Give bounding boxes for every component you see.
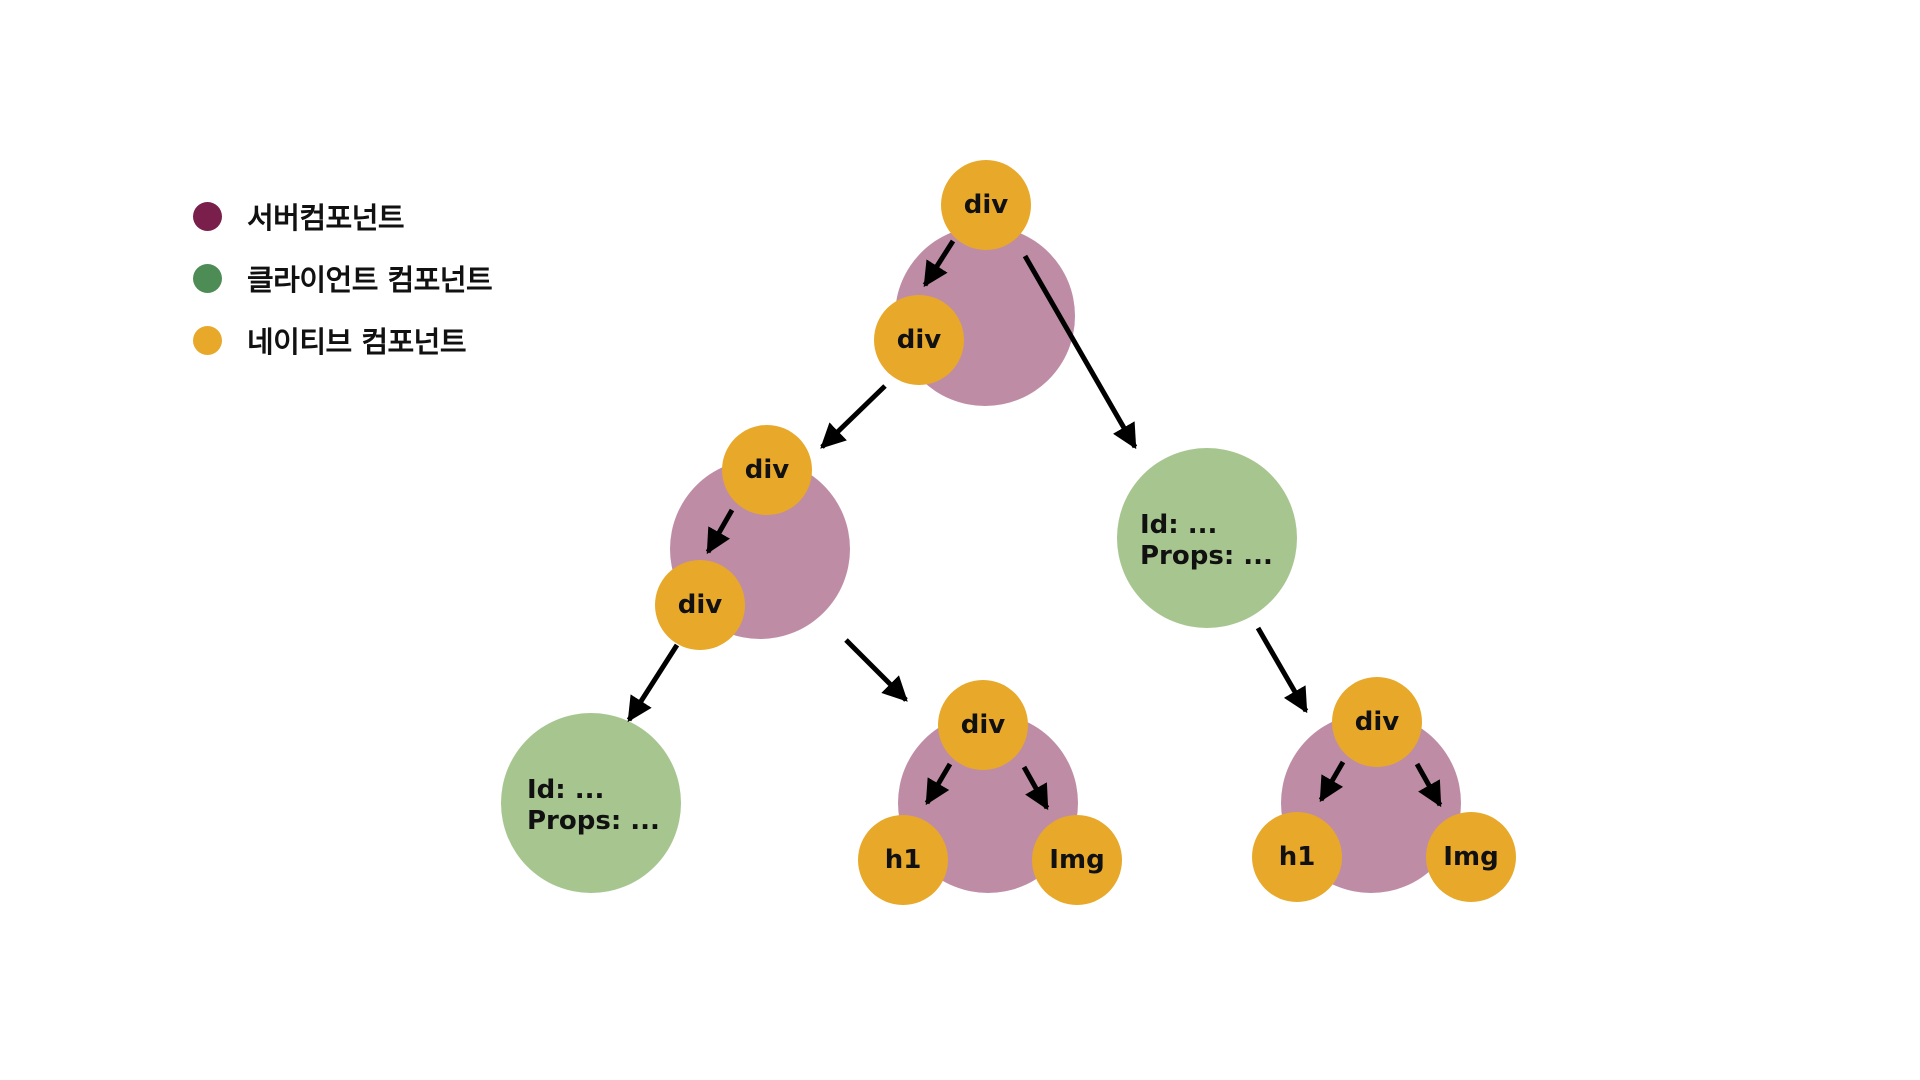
arrow-bottom-right-div-to-img [1414,762,1443,808]
legend-item-native: 네이티브 컴포넌트 [193,309,492,371]
native-node-root-inner-div: div [874,295,964,385]
legend: 서버컴포넌트 클라이언트 컴포넌트 네이티브 컴포넌트 [193,185,493,371]
client-component-right [1117,448,1297,628]
arrow-root-to-client-right [1022,254,1138,450]
arrow-client-right-to-bottom-right [1255,626,1309,714]
svg-text:div: div [745,455,790,485]
svg-text:Img: Img [1049,845,1104,875]
svg-text:div: div [1355,707,1400,737]
native-node-bottom-right-img: Img [1426,812,1516,902]
svg-text:div: div [964,190,1009,220]
svg-text:div: div [961,710,1006,740]
client-right-props-label: Props: ... [1140,541,1273,571]
client-component-left [501,713,681,893]
svg-text:div: div [678,590,723,620]
arrow-bottom-mid-div-to-img [1021,765,1050,811]
arrow-root-inner-div-to-left-server [820,384,887,449]
native-node-root-div: div [941,160,1031,250]
arrow-left-server-to-bottom-mid [844,638,908,702]
native-node-bottom-mid-img: Img [1032,815,1122,905]
native-node-left-inner-div: div [655,560,745,650]
arrow-bottom-mid-div-to-h1 [924,762,953,806]
legend-label-server: 서버컴포넌트 [247,201,405,235]
svg-text:div: div [897,325,942,355]
legend-item-server: 서버컴포넌트 [193,185,492,247]
arrow-left-div-to-inner-div [705,508,735,555]
svg-text:h1: h1 [1279,842,1316,872]
native-node-bottom-right-h1: h1 [1252,812,1342,902]
arrow-root-div-to-inner-div [922,239,956,288]
legend-label-client: 클라이언트 컴포넌트 [247,263,493,297]
client-right-id-label: Id: ... [1140,510,1217,540]
server-component-dot-icon [193,201,222,231]
client-left-props-label: Props: ... [527,806,660,836]
client-component-dot-icon [193,263,222,293]
client-left-id-label: Id: ... [527,775,604,805]
legend-item-client: 클라이언트 컴포넌트 [193,247,493,309]
native-node-bottom-mid-h1: h1 [858,815,948,905]
legend-label-native: 네이티브 컴포넌트 [247,325,467,359]
arrow-bottom-right-div-to-h1 [1318,760,1346,803]
native-node-left-div: div [722,425,812,515]
native-component-dot-icon [193,325,222,355]
arrow-left-inner-div-to-client-left [626,643,680,723]
svg-text:Img: Img [1443,842,1498,872]
native-node-bottom-right-div: div [1332,677,1422,767]
svg-text:h1: h1 [885,845,922,875]
native-node-bottom-mid-div: div [938,680,1028,770]
